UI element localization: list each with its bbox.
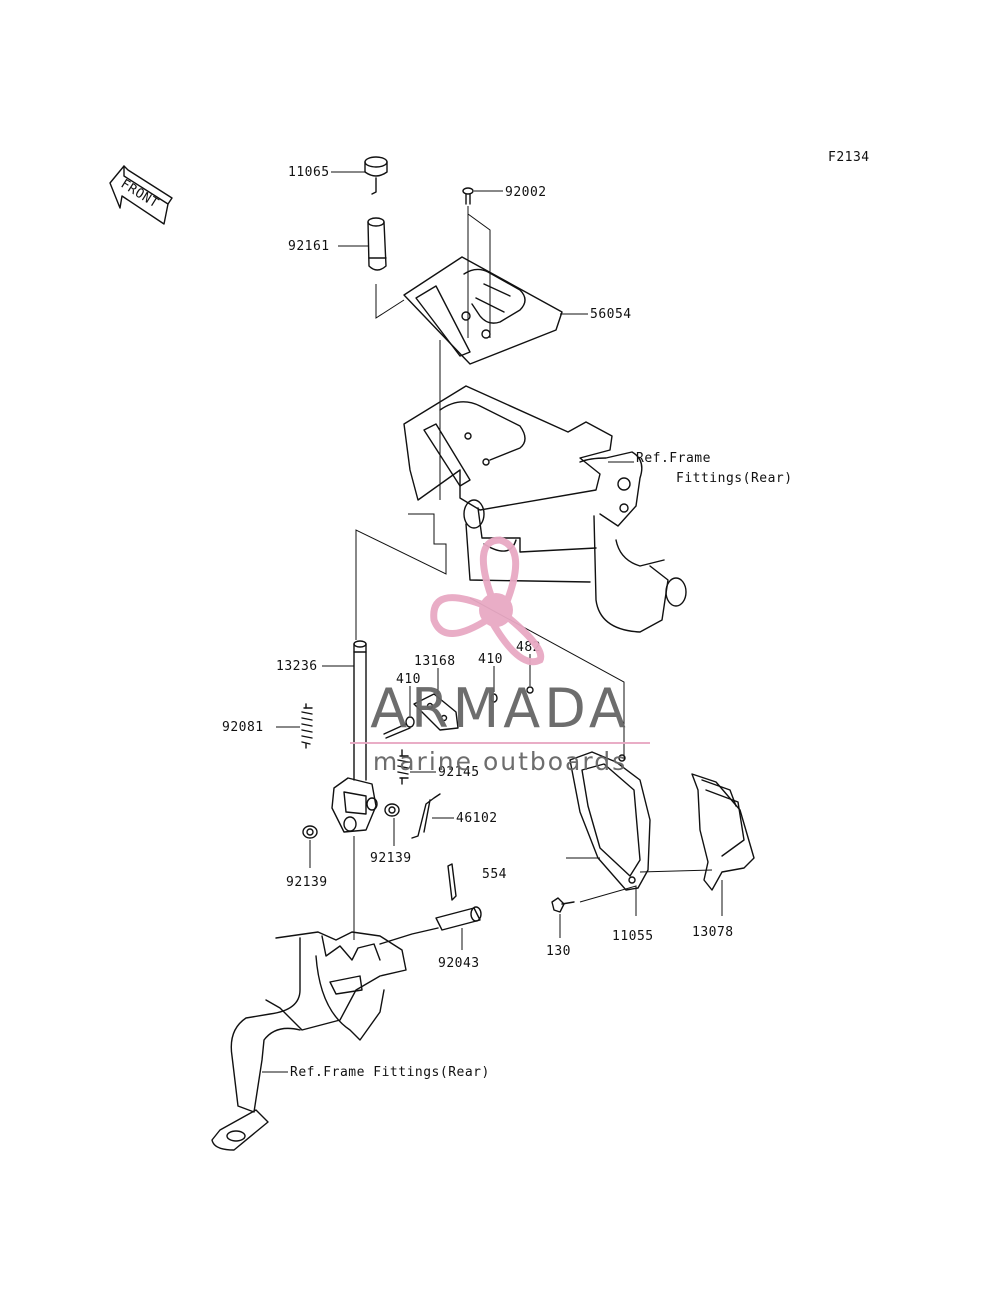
label-410b: 410 — [478, 652, 503, 667]
shift-shaft-part — [353, 640, 367, 781]
label-92043: 92043 — [438, 956, 480, 971]
clevis-pin-part — [435, 906, 482, 931]
ref-frame-bottom: Ref.Frame Fittings(Rear) — [290, 1065, 490, 1080]
knob-cap-part — [364, 156, 388, 195]
frame-bracket-part — [403, 385, 687, 633]
front-arrow-icon: FRONT — [109, 165, 173, 225]
watermark-brand: ARMADA — [370, 677, 630, 740]
bracket-11055-part — [569, 751, 651, 891]
washer-482-part — [526, 686, 534, 694]
guide-line-lever-shaft — [355, 513, 447, 640]
leader-13078 — [639, 869, 723, 916]
bolt-410b-part — [490, 693, 498, 703]
detent-plate-part — [413, 693, 459, 731]
screw-part — [462, 187, 474, 205]
bolt-130-part — [551, 897, 575, 913]
label-92145: 92145 — [438, 765, 480, 780]
propeller-logo-icon — [430, 536, 545, 666]
front-label: FRONT — [118, 177, 161, 212]
grip-part — [367, 217, 387, 271]
label-11055: 11055 — [612, 929, 654, 944]
ref-frame-top-line2: Fittings(Rear) — [676, 471, 793, 486]
label-554: 554 — [482, 867, 507, 882]
watermark-tagline: marine outboards — [373, 747, 627, 776]
label-13078: 13078 — [692, 925, 734, 940]
label-92081: 92081 — [222, 720, 264, 735]
label-92002: 92002 — [505, 185, 547, 200]
spring-92081-part — [301, 703, 313, 749]
pedal-frame-part — [211, 927, 439, 1151]
leader-11055 — [566, 857, 637, 916]
bracket-13078-part — [691, 773, 755, 891]
lever-pivot-part — [331, 777, 378, 833]
shift-gate-plate-part — [403, 256, 563, 365]
label-13236: 13236 — [276, 659, 318, 674]
guide-line-screw — [467, 206, 491, 338]
bolt-410a-part — [383, 716, 415, 739]
collar-92139a-part — [302, 825, 318, 839]
label-11065: 11065 — [288, 165, 330, 180]
figure-code: F2134 — [828, 150, 870, 165]
clip-46102-part — [411, 793, 441, 839]
label-56054: 56054 — [590, 307, 632, 322]
label-46102: 46102 — [456, 811, 498, 826]
collar-92139b-part — [384, 803, 400, 817]
label-92139a: 92139 — [286, 875, 328, 890]
label-130: 130 — [546, 944, 571, 959]
guide-line-grip — [375, 284, 405, 319]
label-410a: 410 — [396, 672, 421, 687]
label-13168: 13168 — [414, 654, 456, 669]
armada-watermark: ARMADA marine outboards — [350, 536, 650, 776]
label-92139b: 92139 — [370, 851, 412, 866]
cotter-pin-part — [447, 863, 457, 901]
ref-frame-top-line1: Ref.Frame — [636, 451, 711, 466]
spring-92145-part — [397, 749, 409, 785]
label-92161: 92161 — [288, 239, 330, 254]
